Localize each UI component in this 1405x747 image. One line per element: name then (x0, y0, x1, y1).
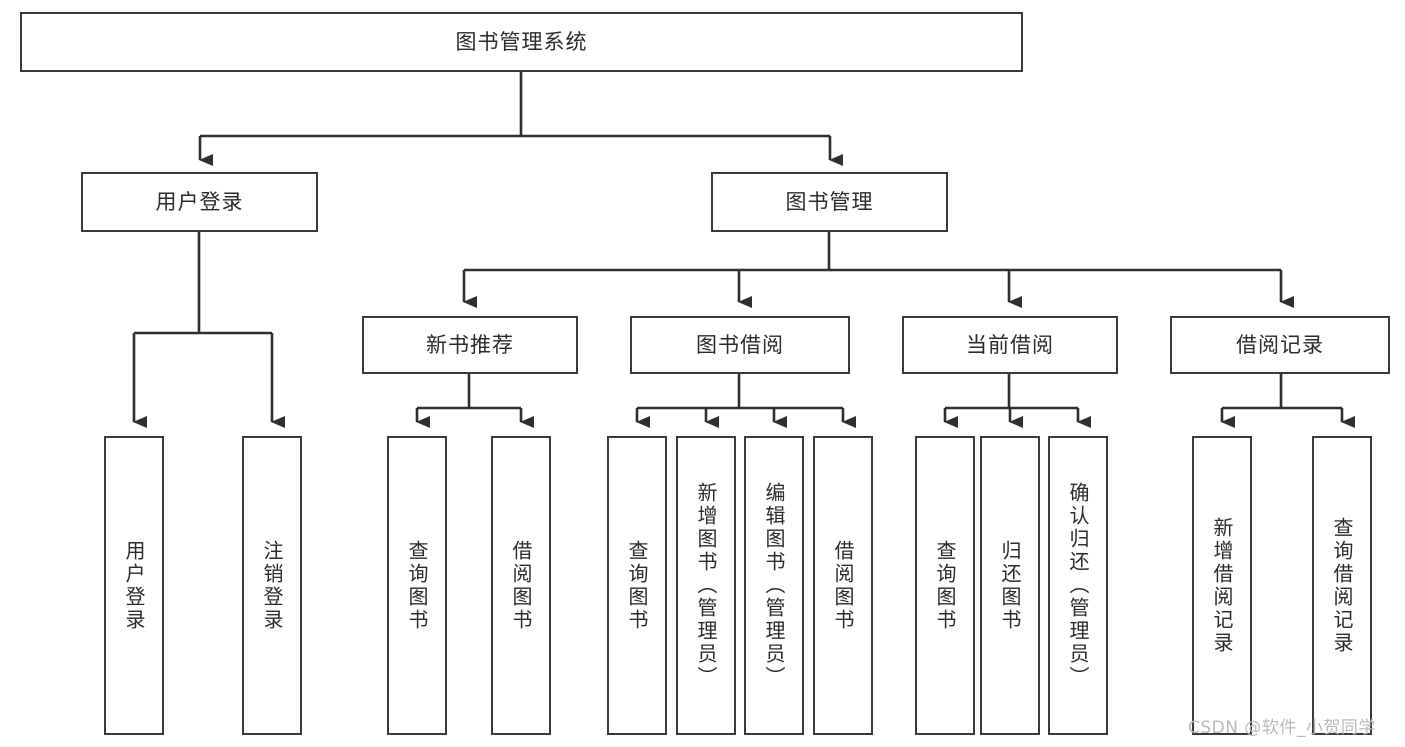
leaf-add-book-label: 新增图书（管理员） (694, 482, 718, 689)
leaf-logout-login[interactable]: 注销登录 (242, 436, 302, 735)
node-new-book-recommend[interactable]: 新书推荐 (362, 316, 578, 374)
csdn-watermark: CSDN @软件_小贺同学 (1188, 718, 1376, 738)
leaf-edit-book[interactable]: 编辑图书（管理员） (744, 436, 804, 735)
node-new-book-recommend-label: 新书推荐 (426, 332, 514, 357)
node-user-login-label: 用户登录 (155, 189, 244, 214)
node-book-borrow-label: 图书借阅 (696, 332, 784, 357)
leaf-query-borrow-record-label: 查询借阅记录 (1330, 516, 1354, 655)
leaf-query-book-3-label: 查询图书 (933, 539, 957, 632)
node-user-login[interactable]: 用户登录 (81, 172, 318, 232)
node-borrow-record-label: 借阅记录 (1236, 332, 1324, 357)
leaf-query-borrow-record[interactable]: 查询借阅记录 (1312, 436, 1372, 735)
leaf-return-book-label: 归还图书 (998, 539, 1022, 632)
leaf-add-borrow-record-label: 新增借阅记录 (1210, 516, 1234, 655)
leaf-confirm-return-label: 确认归还（管理员） (1066, 482, 1090, 689)
leaf-user-login-label: 用户登录 (122, 539, 146, 632)
leaf-query-book-2[interactable]: 查询图书 (607, 436, 667, 735)
node-current-borrow[interactable]: 当前借阅 (902, 316, 1118, 374)
leaf-query-book-2-label: 查询图书 (625, 539, 649, 632)
node-current-borrow-label: 当前借阅 (966, 332, 1054, 357)
leaf-edit-book-label: 编辑图书（管理员） (762, 482, 786, 689)
leaf-borrow-book-2[interactable]: 借阅图书 (813, 436, 873, 735)
node-root[interactable]: 图书管理系统 (20, 12, 1023, 72)
node-book-borrow[interactable]: 图书借阅 (630, 316, 850, 374)
leaf-add-borrow-record[interactable]: 新增借阅记录 (1192, 436, 1252, 735)
leaf-user-login[interactable]: 用户登录 (104, 436, 164, 735)
leaf-borrow-book-1[interactable]: 借阅图书 (491, 436, 551, 735)
leaf-confirm-return[interactable]: 确认归还（管理员） (1048, 436, 1108, 735)
leaf-logout-login-label: 注销登录 (260, 539, 284, 632)
leaf-borrow-book-1-label: 借阅图书 (509, 539, 533, 632)
leaf-query-book-3[interactable]: 查询图书 (915, 436, 975, 735)
leaf-query-book-1[interactable]: 查询图书 (387, 436, 447, 735)
leaf-borrow-book-2-label: 借阅图书 (831, 539, 855, 632)
node-root-label: 图书管理系统 (455, 29, 588, 54)
leaf-add-book[interactable]: 新增图书（管理员） (676, 436, 736, 735)
leaf-query-book-1-label: 查询图书 (405, 539, 429, 632)
node-book-manage-label: 图书管理 (785, 189, 874, 214)
leaf-return-book[interactable]: 归还图书 (980, 436, 1040, 735)
node-borrow-record[interactable]: 借阅记录 (1170, 316, 1390, 374)
node-book-manage[interactable]: 图书管理 (711, 172, 948, 232)
